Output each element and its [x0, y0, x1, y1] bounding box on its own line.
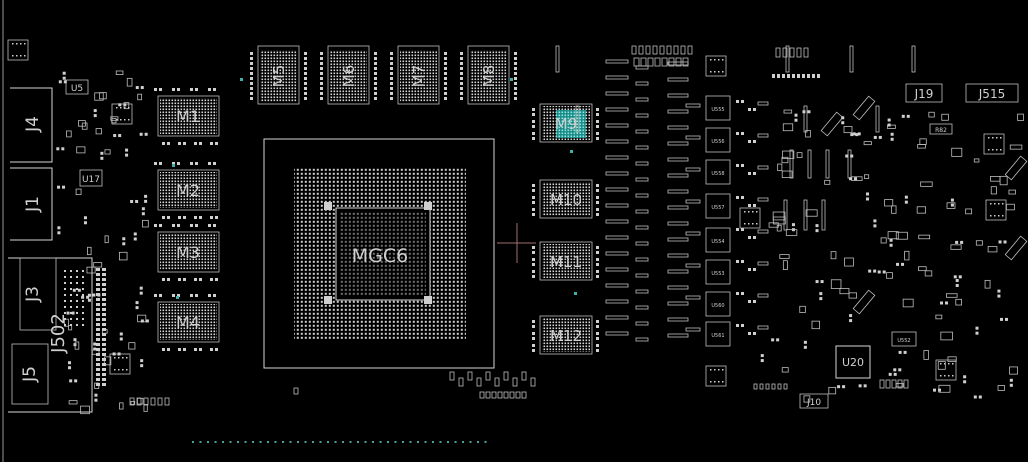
- memory-chip-m12[interactable]: M12: [539, 315, 593, 355]
- ic-u5[interactable]: U5: [65, 79, 89, 95]
- svg-text:U20: U20: [842, 356, 864, 369]
- connector-j4[interactable]: J4: [10, 87, 53, 163]
- vrm-chip-u557[interactable]: U557: [705, 193, 731, 219]
- vrm-chip-u558[interactable]: U558: [705, 159, 731, 185]
- memory-chip-m5[interactable]: M5: [257, 45, 300, 105]
- vrm-chip-u555[interactable]: U555: [705, 95, 731, 121]
- svg-text:U557: U557: [711, 205, 724, 211]
- memory-chip-m10[interactable]: M10: [539, 179, 593, 219]
- svg-text:J19: J19: [914, 87, 934, 101]
- svg-text:U553: U553: [711, 271, 724, 277]
- cursor-crosshair: [497, 223, 536, 263]
- ic-u552[interactable]: U552: [891, 331, 917, 347]
- svg-text:U561: U561: [711, 333, 724, 339]
- svg-text:M5: M5: [270, 65, 288, 88]
- svg-text:M3: M3: [176, 243, 200, 262]
- svg-text:M7: M7: [410, 65, 428, 88]
- svg-text:M6: M6: [340, 65, 358, 88]
- connector-j10[interactable]: J10: [799, 393, 829, 409]
- connector-j502[interactable]: J502: [48, 313, 69, 354]
- svg-text:U555: U555: [711, 107, 724, 113]
- svg-text:U17: U17: [82, 175, 100, 185]
- svg-text:J502: J502: [48, 313, 69, 354]
- svg-text:M1: M1: [176, 107, 200, 126]
- svg-text:M10: M10: [550, 191, 582, 209]
- connector-j1[interactable]: J1: [10, 167, 53, 241]
- svg-text:M12: M12: [550, 327, 582, 345]
- memory-chip-m9-selected[interactable]: M9: [539, 103, 593, 143]
- svg-text:M4: M4: [176, 313, 200, 332]
- memory-chip-m4[interactable]: M4: [157, 301, 220, 343]
- vrm-chip-u561[interactable]: U561: [705, 321, 731, 347]
- memory-chip-m8[interactable]: M8: [467, 45, 510, 105]
- svg-text:U558: U558: [711, 171, 724, 177]
- svg-text:U552: U552: [897, 338, 910, 344]
- gpu-label: MGC6: [352, 245, 408, 267]
- svg-text:J515: J515: [978, 87, 1005, 101]
- svg-text:J1: J1: [23, 196, 43, 213]
- vrm-chip-u556[interactable]: U556: [705, 127, 731, 153]
- vrm-chip-u554[interactable]: U554: [705, 227, 731, 253]
- svg-text:J4: J4: [23, 116, 43, 133]
- svg-text:M2: M2: [176, 181, 200, 200]
- svg-text:R82: R82: [935, 127, 947, 134]
- memory-chip-m1[interactable]: M1: [157, 95, 220, 137]
- svg-text:M11: M11: [550, 253, 582, 271]
- memory-chip-m11[interactable]: M11: [539, 241, 593, 281]
- ic-u20[interactable]: U20: [835, 345, 871, 379]
- svg-text:U554: U554: [711, 239, 724, 245]
- vrm-chip-u553[interactable]: U553: [705, 259, 731, 285]
- vrm-chip-u560[interactable]: U560: [705, 291, 731, 317]
- gpu-package[interactable]: MGC6: [263, 138, 495, 369]
- svg-text:J10: J10: [806, 398, 821, 408]
- connector-j3[interactable]: J3: [8, 257, 93, 413]
- passive-components: [7, 39, 1028, 443]
- connector-j5[interactable]: J5: [11, 343, 49, 405]
- memory-chip-m6[interactable]: M6: [327, 45, 370, 105]
- ic-u17[interactable]: U17: [79, 169, 103, 187]
- memory-chip-m3[interactable]: M3: [157, 231, 220, 273]
- svg-text:U560: U560: [711, 303, 724, 309]
- vrm-column: U555 U556 U558 U557 U554 U553 U560 U561: [705, 95, 731, 347]
- svg-text:U5: U5: [71, 84, 83, 94]
- memory-chip-m2[interactable]: M2: [157, 169, 220, 211]
- connector-j515[interactable]: J515: [965, 83, 1019, 103]
- connector-j19[interactable]: J19: [905, 83, 943, 103]
- memory-chip-m7[interactable]: M7: [397, 45, 440, 105]
- resistor-r82[interactable]: R82: [929, 123, 953, 135]
- svg-text:M8: M8: [480, 65, 498, 88]
- svg-text:U556: U556: [711, 139, 724, 145]
- svg-text:J5: J5: [20, 366, 40, 383]
- svg-text:M9: M9: [555, 115, 578, 133]
- svg-text:J3: J3: [23, 286, 43, 303]
